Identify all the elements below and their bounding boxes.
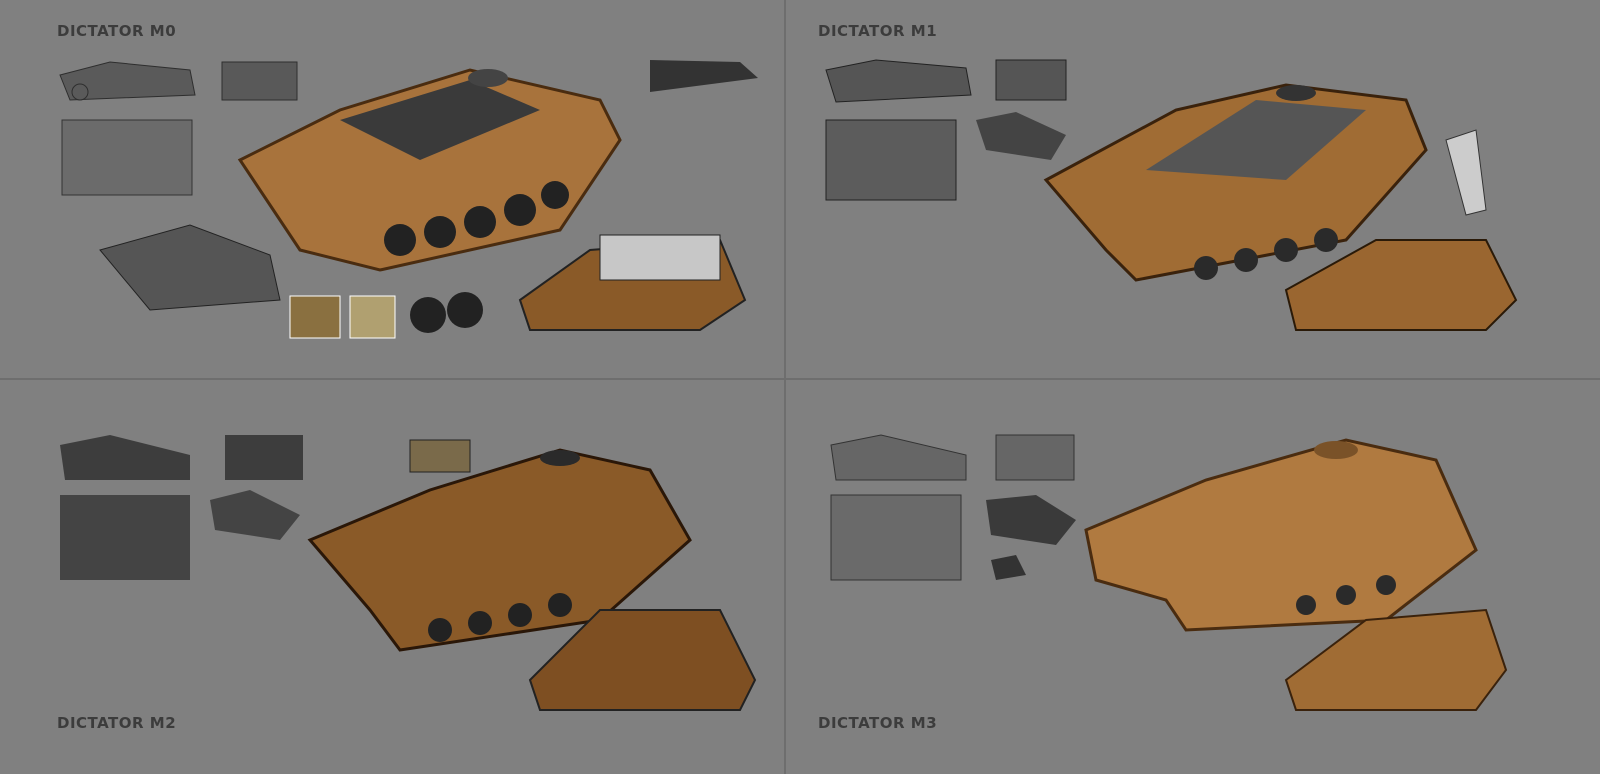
panel-dictator-m2: DICTATOR M2: [0, 380, 784, 774]
panel-title: DICTATOR M2: [57, 714, 177, 732]
panel-title: DICTATOR M1: [818, 22, 938, 40]
main-tank-render: [307, 448, 692, 652]
silhouette-sketch: [650, 60, 758, 92]
reference-detail: [409, 439, 471, 473]
top-view-sketch: [61, 119, 193, 196]
concept-art-m2: [60, 435, 757, 711]
turret-detail-render: [1284, 608, 1508, 711]
turret-detail-render: [518, 234, 747, 331]
main-tank-render: [1084, 438, 1478, 632]
reference-photo: [349, 295, 396, 339]
perspective-sketch: [99, 224, 281, 311]
part-sketch: [1445, 129, 1487, 216]
vertical-divider: [784, 0, 786, 774]
main-tank-render: [237, 68, 622, 272]
reference-photo: [289, 295, 341, 339]
horizontal-divider: [0, 378, 1600, 380]
concept-art-m1: [825, 59, 1518, 331]
panel-title: DICTATOR M3: [818, 714, 938, 732]
turret-detail-render: [1284, 239, 1518, 331]
side-view-sketch: [59, 61, 196, 101]
panel-dictator-m0: DICTATOR M0: [0, 0, 784, 378]
panel-title: DICTATOR M0: [57, 22, 177, 40]
panel-dictator-m1: DICTATOR M1: [786, 0, 1600, 378]
concept-art-m3: [830, 434, 1508, 711]
turret-detail-render: [528, 609, 757, 711]
concept-art-m0: [59, 60, 758, 339]
panel-dictator-m3: DICTATOR M3: [786, 380, 1600, 774]
front-view-sketch: [221, 61, 298, 101]
main-tank-render: [1043, 83, 1428, 282]
